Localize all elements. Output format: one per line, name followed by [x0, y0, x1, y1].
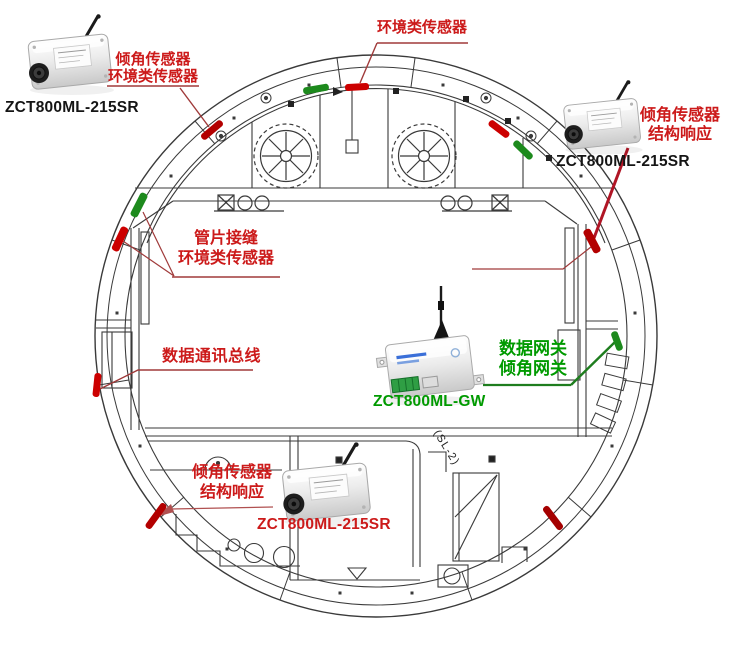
marker-red-left-lower	[92, 372, 102, 398]
label-line: 倾角网关	[499, 359, 567, 378]
label-segment-joint-sensor: 管片接缝 环境类传感器	[168, 229, 284, 269]
marker-red-right-wall	[583, 228, 601, 254]
label-line: 结构响应	[199, 484, 264, 501]
crown-clips	[288, 87, 552, 161]
marker-green-right-wall	[611, 331, 623, 351]
label-line: 结构响应	[647, 126, 712, 143]
label-bottom-sensor: 倾角传感器 结构响应	[176, 463, 288, 503]
label-line: 倾角传感器	[115, 51, 191, 68]
marker-green-upper-right	[513, 140, 533, 160]
marker-red-bottom-left	[145, 502, 167, 530]
tunnel-rings	[94, 54, 658, 618]
marker-red-left-wall	[111, 226, 129, 252]
tilt-sensor-device-bottom	[280, 440, 375, 529]
marker-green-crown-left	[303, 83, 329, 95]
label-line: 数据网关	[499, 339, 567, 358]
leader-lines	[99, 42, 630, 517]
right-wall-steps	[589, 352, 630, 434]
label-line: 环境类传感器	[107, 68, 198, 85]
sensor-markers	[92, 83, 623, 531]
label-top-right-sensor: 倾角传感器 结构响应	[615, 106, 745, 144]
label-bottom-model: ZCT800ML-215SR	[257, 516, 391, 533]
marker-red-bottom-right	[542, 505, 564, 531]
ceiling-fan-left	[214, 123, 319, 212]
label-line: 倾角传感器	[639, 107, 720, 124]
label-top-left-model: ZCT800ML-215SR	[5, 99, 139, 116]
interior-structure	[96, 187, 618, 588]
crown-frame	[146, 88, 606, 244]
label-top-left-sensor: 倾角传感器 环境类传感器	[88, 51, 218, 85]
ceiling-fan-right	[391, 123, 512, 212]
bolt-circles	[215, 92, 537, 142]
label-data-bus: 数据通讯总线	[162, 348, 262, 365]
label-gateway: 数据网关 倾角网关	[478, 339, 588, 379]
label-line: 倾角传感器	[191, 464, 272, 481]
label-gateway-model: ZCT800ML-GW	[373, 393, 486, 410]
marker-green-left-wall	[130, 192, 148, 218]
label-line: 环境类传感器	[177, 250, 274, 267]
label-line: 管片接缝	[193, 230, 258, 247]
label-top-right-model: ZCT800ML-215SR	[556, 153, 690, 170]
marker-red-upper-left	[201, 120, 223, 140]
lining-dots	[115, 83, 637, 595]
label-top-center-sensor: 环境类传感器	[376, 19, 467, 36]
marker-red-upper-right	[488, 120, 510, 138]
gateway-device	[375, 286, 485, 406]
marker-red-crown-center	[344, 83, 370, 91]
